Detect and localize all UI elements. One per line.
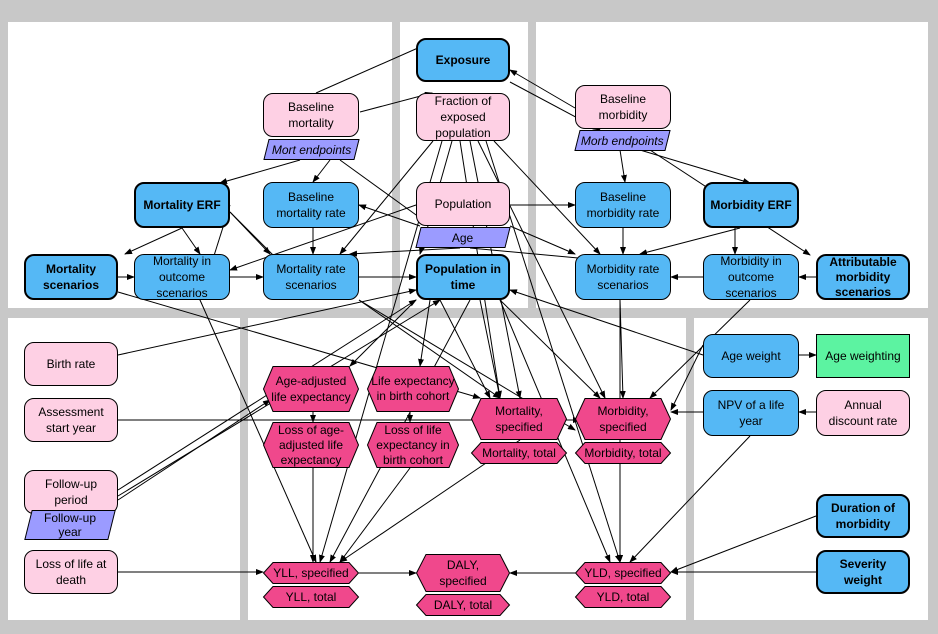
- node-loss-life-expectancy-birth-cohort[interactable]: Loss of life expectancy in birth cohort: [366, 422, 460, 468]
- dependency-arrow: [358, 299, 501, 399]
- dependency-arrow: [349, 299, 417, 367]
- node-morbidity-specified[interactable]: Morbidity, specified: [574, 398, 672, 440]
- dependency-arrow: [229, 204, 417, 271]
- hexagon-shape: [415, 594, 511, 616]
- node-baseline-mortality-rate[interactable]: Baseline mortality rate: [263, 182, 359, 228]
- node-annual-discount-rate[interactable]: Annual discount rate: [816, 390, 910, 436]
- hexagon-shape: [574, 586, 672, 608]
- node-mortality-outcome-scenarios[interactable]: Mortality in outcome scenarios: [134, 254, 230, 300]
- node-severity-weight[interactable]: Severity weight: [816, 550, 910, 594]
- hexagon-shape: [262, 366, 360, 412]
- dependency-arrow: [509, 289, 704, 356]
- hexagon-shape: [366, 366, 460, 412]
- dependency-arrow: [229, 211, 281, 263]
- node-population[interactable]: Population: [416, 182, 510, 226]
- dependency-arrow: [339, 140, 434, 255]
- node-morb-endpoints[interactable]: Morb endpoints: [574, 130, 671, 151]
- dependency-arrow: [649, 299, 751, 399]
- dependency-arrow: [117, 399, 271, 501]
- dependency-arrow: [339, 159, 431, 226]
- node-npv-life-year[interactable]: NPV of a life year: [703, 390, 799, 436]
- dependency-arrow: [493, 140, 601, 255]
- node-exposure[interactable]: Exposure: [416, 38, 510, 82]
- dependency-arrow: [670, 344, 704, 411]
- node-morbidity-erf[interactable]: Morbidity ERF: [703, 182, 799, 228]
- node-morbidity-total[interactable]: Morbidity, total: [574, 442, 672, 464]
- node-mort-endpoints[interactable]: Mort endpoints: [263, 139, 360, 160]
- dependency-arrow: [479, 299, 502, 399]
- dependency-arrow: [499, 299, 601, 399]
- node-morbidity-outcome-scenarios[interactable]: Morbidity in outcome scenarios: [703, 254, 799, 300]
- node-age[interactable]: Age: [415, 227, 511, 248]
- hexagon-shape: [262, 562, 360, 584]
- hexagon-shape: [415, 554, 511, 592]
- node-birth-rate[interactable]: Birth rate: [24, 342, 118, 386]
- node-follow-up-year[interactable]: Follow-up year: [24, 510, 116, 540]
- dependency-arrow: [181, 227, 201, 255]
- dependency-arrow: [639, 227, 741, 256]
- dependency-arrow: [117, 288, 417, 356]
- node-attributable-morbidity-scenarios[interactable]: Attributable morbidity scenarios: [816, 254, 910, 300]
- node-age-weight[interactable]: Age weight: [703, 334, 799, 378]
- node-population-in-time[interactable]: Population in time: [416, 254, 510, 300]
- node-daly-specified[interactable]: DALY, specified: [415, 554, 511, 592]
- node-duration-of-morbidity[interactable]: Duration of morbidity: [816, 494, 910, 538]
- dependency-arrow: [439, 299, 491, 399]
- dependency-arrow: [339, 467, 411, 563]
- hexagon-shape: [262, 586, 360, 608]
- node-yll-total[interactable]: YLL, total: [262, 586, 360, 608]
- dependency-arrow: [219, 159, 301, 184]
- dependency-arrow: [312, 159, 331, 183]
- hexagon-shape: [470, 442, 568, 464]
- node-fraction-exposed[interactable]: Fraction of exposed population: [416, 93, 510, 141]
- node-mortality-erf[interactable]: Mortality ERF: [134, 182, 230, 228]
- node-yll-specified[interactable]: YLL, specified: [262, 562, 360, 584]
- node-loss-age-adjusted-life-expectancy[interactable]: Loss of age-adjusted life expectancy: [262, 422, 360, 468]
- node-mortality-specified[interactable]: Mortality, specified: [470, 398, 568, 440]
- node-daly-total[interactable]: DALY, total: [415, 594, 511, 616]
- node-life-expectancy-birth-cohort[interactable]: Life expectancy in birth cohort: [366, 366, 460, 412]
- node-loss-of-life-at-death[interactable]: Loss of life at death: [24, 550, 118, 594]
- node-mortality-total[interactable]: Mortality, total: [470, 442, 568, 464]
- dependency-arrow: [418, 299, 431, 367]
- dependency-arrow: [199, 299, 317, 563]
- dependency-arrow: [639, 149, 751, 184]
- dependency-arrow: [509, 69, 576, 109]
- node-yld-specified[interactable]: YLD, specified: [574, 562, 672, 584]
- dependency-arrow: [358, 204, 421, 227]
- hexagon-shape: [366, 422, 460, 468]
- node-assessment-start-year[interactable]: Assessment start year: [24, 398, 118, 442]
- dependency-arrow: [349, 247, 461, 257]
- node-yld-total[interactable]: YLD, total: [574, 586, 672, 608]
- hexagon-shape: [574, 562, 672, 584]
- dependency-arrow: [124, 227, 183, 255]
- dependency-arrow: [670, 515, 817, 573]
- node-mortality-scenarios[interactable]: Mortality scenarios: [24, 254, 118, 300]
- dependency-arrow: [619, 149, 627, 183]
- node-baseline-morbidity-rate[interactable]: Baseline morbidity rate: [575, 182, 671, 228]
- dependency-arrow: [629, 435, 751, 563]
- node-age-adjusted-life-expectancy[interactable]: Age-adjusted life expectancy: [262, 366, 360, 412]
- dependency-arrow: [509, 225, 576, 255]
- hexagon-shape: [262, 422, 360, 468]
- node-age-weighting[interactable]: Age weighting: [816, 334, 910, 378]
- hexagon-shape: [574, 398, 672, 440]
- node-morbidity-rate-scenarios[interactable]: Morbidity rate scenarios: [575, 254, 671, 300]
- node-baseline-mortality[interactable]: Baseline mortality: [263, 93, 359, 137]
- node-baseline-morbidity[interactable]: Baseline morbidity: [575, 85, 671, 129]
- node-follow-up-period[interactable]: Follow-up period: [24, 470, 118, 514]
- hexagon-shape: [574, 442, 672, 464]
- hexagon-shape: [470, 398, 568, 440]
- node-mortality-rate-scenarios[interactable]: Mortality rate scenarios: [263, 254, 359, 300]
